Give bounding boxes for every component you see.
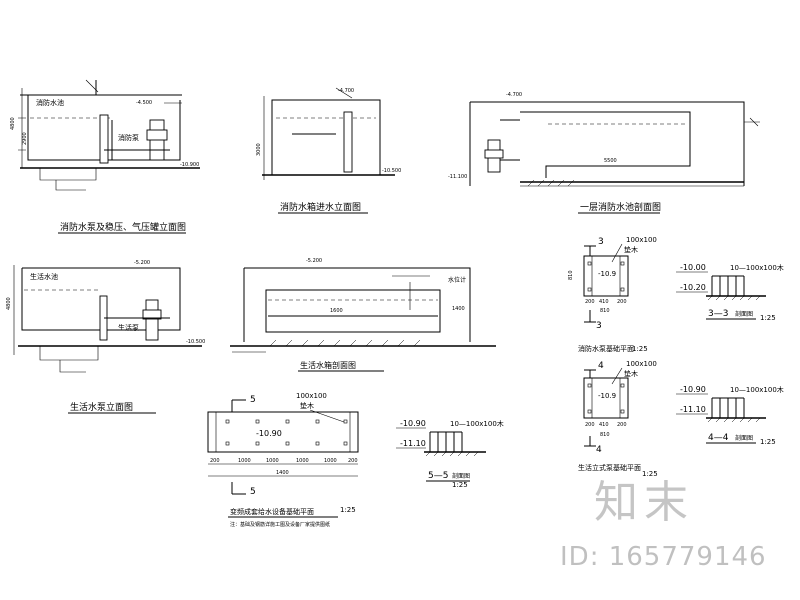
plan5-dim-d: 1000 — [296, 458, 309, 464]
plan3-stone-label: 100x100 — [626, 236, 657, 244]
elevation-fire-pump: 消防水池 消防泵 -4.500 -10.900 4800 2900 消防水泵及稳… — [10, 79, 200, 234]
plan4-dim-c: 200 — [617, 422, 627, 428]
e5-caption: 生活水箱剖面图 — [300, 360, 356, 370]
e3-elev-bot: -11.100 — [448, 174, 467, 180]
e2-dim-3000: 3000 — [256, 143, 262, 156]
e1-dim-4800: 4800 — [10, 117, 16, 130]
plan4-elev-center: -10.9 — [598, 392, 616, 400]
sec3-title: 3—3 — [708, 309, 728, 319]
e3-elev-top: -4.700 — [506, 92, 522, 98]
plan5-dim-c: 1000 — [266, 458, 279, 464]
section-domestic-tank: -5.200 水位计 1400 1600 生活水箱剖面图 — [230, 258, 496, 372]
plan5-stone-label: 100x100 — [296, 392, 327, 400]
sec3-elev-top: -10.00 — [680, 263, 706, 272]
plan4-stone-sub: 垫木 — [624, 369, 638, 378]
plan5-dim-a: 200 — [210, 458, 220, 464]
e4-elev-top: -5.200 — [134, 260, 150, 266]
plan3-stone-sub: 垫木 — [624, 245, 638, 254]
plan5-note: 注：基础及钢筋详施工图及设备厂家提供图纸 — [230, 521, 330, 528]
plan4-name-top: 4 — [598, 361, 604, 371]
plan5-anchor-bolts — [225, 419, 348, 446]
foundation-plan-4: 4 100x100 垫木 -10.9 200 410 200 810 4 生活立… — [578, 360, 784, 478]
sec5-title: 5—5 — [428, 471, 448, 481]
plan5-caption: 变频成套给水设备基础平面 — [230, 507, 314, 516]
e5-dim: 1400 — [452, 306, 465, 312]
sec4-timbers: 10—100x100木 — [730, 385, 784, 394]
e4-label-box: 生活水池 — [30, 272, 58, 281]
foundation-plan-3: 3 100x100 垫木 -10.9 200 410 200 810 810 3… — [568, 236, 784, 353]
plan3-name-bot: 3 — [596, 321, 602, 331]
watermark-id: ID: 165779146 — [560, 542, 767, 572]
plan3-scale: 1:25 — [632, 345, 648, 353]
sec3-elev-bot: -10.20 — [680, 283, 706, 292]
plan5-elev-center: -10.90 — [256, 429, 282, 438]
plan5-name-bot: 5 — [250, 487, 256, 497]
sec4-title: 4—4 — [708, 433, 729, 443]
e3-caption: 一层消防水池剖面图 — [580, 201, 661, 213]
e5-side: 水位计 — [448, 276, 466, 284]
plan4-caption: 生活立式泵基础平面 — [578, 463, 641, 472]
plan3-caption: 消防水泵基础平面 — [578, 344, 634, 353]
e5-elev-top: -5.200 — [306, 258, 322, 264]
e1-elev-top: -4.500 — [136, 100, 152, 106]
sec5-suffix: 剖面图 — [452, 472, 470, 480]
plan4-name-bot: 4 — [596, 445, 602, 455]
sec5-elev-top: -10.90 — [400, 419, 426, 428]
e4-dim-4800: 4800 — [6, 297, 12, 310]
sec5-timbers: 10—100x100木 — [450, 419, 504, 428]
plan5-dim-e: 1000 — [324, 458, 337, 464]
plan5-name-top: 5 — [250, 395, 256, 405]
e2-elev-top: -4.700 — [338, 88, 354, 94]
plan5-stone-sub: 垫木 — [300, 401, 314, 410]
plan3-dim-b: 410 — [599, 299, 609, 305]
plan3-name-top: 3 — [598, 237, 604, 247]
e4-label-pump: 生活泵 — [118, 323, 139, 332]
e5-dim-1600: 1600 — [330, 308, 343, 314]
plan3-dim-side: 810 — [568, 270, 574, 280]
e1-dim-2900: 2900 — [22, 132, 28, 145]
plan3-dim-a: 200 — [585, 299, 595, 305]
plan4-dim-a: 200 — [585, 422, 595, 428]
plan4-stone-label: 100x100 — [626, 360, 657, 368]
sec5-elev-bot: -11.10 — [400, 439, 426, 448]
e1-label-pump: 消防泵 — [118, 133, 139, 142]
plan5-dim-total: 1400 — [276, 470, 289, 476]
foundation-plan-5: 5 100x100 垫木 -10.90 200 1000 1000 1000 1… — [207, 392, 504, 528]
sec4-suffix: 剖面图 — [735, 434, 753, 442]
sec5-scale: 1:25 — [452, 481, 468, 489]
plan3-dim-c: 200 — [617, 299, 627, 305]
plan4-dim-b: 410 — [599, 422, 609, 428]
e2-elev-bot: -10.500 — [382, 168, 401, 174]
e1-caption: 消防水泵及稳压、气压罐立面图 — [60, 221, 186, 233]
plan3-elev-center: -10.9 — [598, 270, 616, 278]
sec4-scale: 1:25 — [760, 438, 776, 446]
e3-dim: 5500 — [604, 158, 617, 164]
plan5-dim-f: 200 — [348, 458, 358, 464]
elevation-tank-inlet: -4.700 -10.500 3000 消防水箱进水立面图 — [256, 87, 401, 214]
sec3-suffix: 剖面图 — [735, 310, 753, 318]
sec3-scale: 1:25 — [760, 314, 776, 322]
sec4-elev-bot: -11.10 — [680, 405, 706, 414]
section-fire-pool: -4.700 -11.100 5500 一层消防水池剖面图 — [448, 92, 760, 214]
e4-caption: 生活水泵立面图 — [70, 401, 133, 413]
e2-caption: 消防水箱进水立面图 — [280, 201, 361, 213]
plan5-scale: 1:25 — [340, 506, 356, 514]
e1-label-box: 消防水池 — [36, 98, 64, 107]
elevation-domestic-pump: 生活水池 生活泵 -5.200 -10.500 4800 生活水泵立面图 — [6, 260, 205, 414]
watermark-logo: 知末 — [594, 477, 694, 528]
plan3-dim-total: 810 — [600, 308, 610, 314]
e1-elev-bottom: -10.900 — [180, 162, 199, 168]
e4-elev-bot: -10.500 — [186, 339, 205, 345]
plan5-dim-b: 1000 — [238, 458, 251, 464]
sec4-elev-top: -10.90 — [680, 385, 706, 394]
sec3-timbers: 10—100x100木 — [730, 263, 784, 272]
plan4-dim-total: 810 — [600, 432, 610, 438]
plan4-scale: 1:25 — [642, 470, 658, 478]
